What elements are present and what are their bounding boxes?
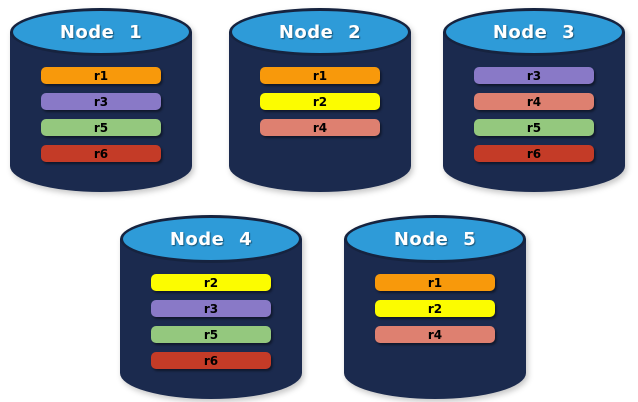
node-5-cylinder: Node 5 r1 r2 r4 xyxy=(344,215,526,399)
replica-bar: r2 xyxy=(151,274,271,291)
replica-bar: r1 xyxy=(41,67,161,84)
node-1-cylinder: Node 1 r1 r3 r5 r6 xyxy=(10,8,192,192)
node-2-cylinder: Node 2 r1 r2 r4 xyxy=(229,8,411,192)
cylinder-body xyxy=(229,32,411,192)
replica-bar: r4 xyxy=(260,119,380,136)
node-label: Node 4 xyxy=(169,228,253,250)
replica-bar: r1 xyxy=(375,274,495,291)
replica-bar: r2 xyxy=(260,93,380,110)
node-4-cylinder: Node 4 r2 r3 r5 r6 xyxy=(120,215,302,399)
replica-list: r1 r2 r4 xyxy=(260,67,380,136)
cylinder-top: Node 2 xyxy=(229,8,411,56)
cylinder-top: Node 5 xyxy=(344,215,526,263)
cylinder-body xyxy=(120,239,302,399)
replica-bar: r6 xyxy=(474,145,594,162)
replica-bar: r3 xyxy=(41,93,161,110)
cylinder-body xyxy=(10,32,192,192)
replica-list: r2 r3 r5 r6 xyxy=(151,274,271,369)
replica-bar: r5 xyxy=(474,119,594,136)
replica-bar: r2 xyxy=(375,300,495,317)
cylinder-body xyxy=(344,239,526,399)
node-label: Node 1 xyxy=(59,21,143,43)
replica-bar: r5 xyxy=(41,119,161,136)
replica-bar: r4 xyxy=(375,326,495,343)
cylinder-top: Node 3 xyxy=(443,8,625,56)
node-3-cylinder: Node 3 r3 r4 r5 r6 xyxy=(443,8,625,192)
replica-bar: r4 xyxy=(474,93,594,110)
cylinder-body xyxy=(443,32,625,192)
node-label: Node 2 xyxy=(278,21,362,43)
replica-list: r1 r2 r4 xyxy=(375,274,495,343)
node-label: Node 5 xyxy=(393,228,477,250)
replica-bar: r5 xyxy=(151,326,271,343)
node-label: Node 3 xyxy=(492,21,576,43)
cylinder-top: Node 1 xyxy=(10,8,192,56)
replica-bar: r3 xyxy=(151,300,271,317)
replica-bar: r1 xyxy=(260,67,380,84)
cylinder-top: Node 4 xyxy=(120,215,302,263)
replica-list: r1 r3 r5 r6 xyxy=(41,67,161,162)
replica-bar: r3 xyxy=(474,67,594,84)
replica-bar: r6 xyxy=(41,145,161,162)
replica-list: r3 r4 r5 r6 xyxy=(474,67,594,162)
replica-bar: r6 xyxy=(151,352,271,369)
